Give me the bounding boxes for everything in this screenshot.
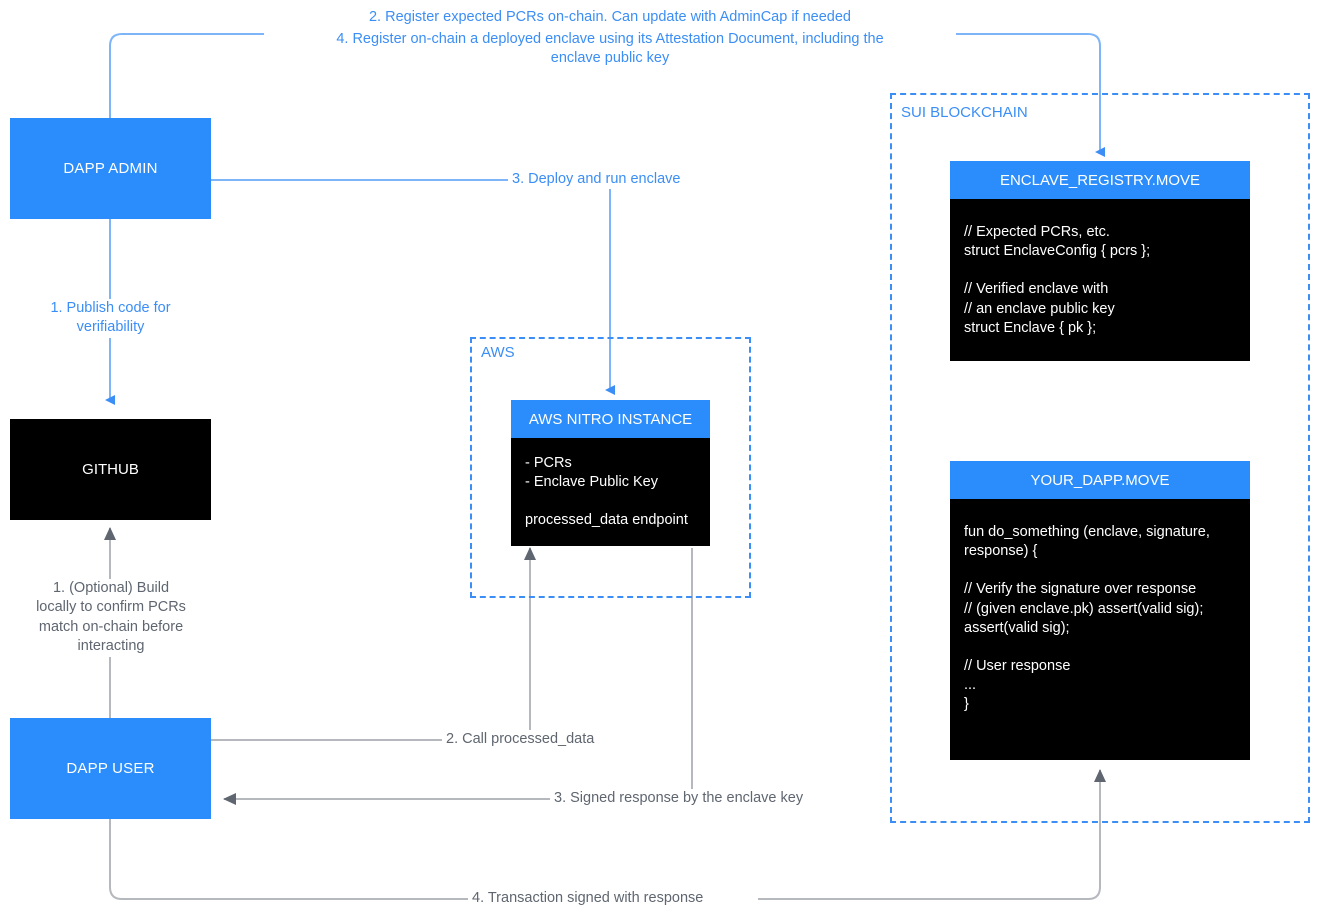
- node-github[interactable]: GITHUB: [10, 419, 211, 520]
- edge-label-signed-response: 3. Signed response by the enclave key: [550, 789, 850, 809]
- edge-label-transaction-signed: 4. Transaction signed with response: [468, 889, 758, 909]
- module-aws-nitro-instance-header: AWS NITRO INSTANCE: [511, 400, 710, 438]
- module-your-dapp[interactable]: YOUR_DAPP.MOVE fun do_something (enclave…: [950, 461, 1250, 760]
- edge-label-register-pcrs: 2. Register expected PCRs on-chain. Can …: [290, 8, 930, 28]
- node-dapp-admin[interactable]: DAPP ADMIN: [10, 118, 211, 219]
- group-sui-blockchain-label: SUI BLOCKCHAIN: [896, 104, 1033, 121]
- module-enclave-registry[interactable]: ENCLAVE_REGISTRY.MOVE // Expected PCRs, …: [950, 161, 1250, 361]
- group-sui-blockchain: [890, 93, 1310, 823]
- group-aws: [470, 337, 751, 598]
- node-dapp-user-label: DAPP USER: [66, 760, 155, 777]
- module-aws-nitro-instance[interactable]: AWS NITRO INSTANCE - PCRs - Enclave Publ…: [511, 400, 710, 546]
- module-enclave-registry-header: ENCLAVE_REGISTRY.MOVE: [950, 161, 1250, 199]
- edge-label-register-enclave: 4. Register on-chain a deployed enclave …: [264, 30, 956, 69]
- module-aws-nitro-instance-body: - PCRs - Enclave Public Key processed_da…: [511, 438, 710, 546]
- module-enclave-registry-body: // Expected PCRs, etc. struct EnclaveCon…: [950, 199, 1250, 361]
- edge-label-deploy-run-enclave: 3. Deploy and run enclave: [508, 170, 738, 190]
- edge-label-publish-code: 1. Publish code for verifiability: [10, 299, 211, 338]
- edge-label-call-processed-data: 2. Call processed_data: [442, 730, 652, 750]
- module-your-dapp-body: fun do_something (enclave, signature, re…: [950, 499, 1250, 760]
- edge-label-build-locally: 1. (Optional) Build locally to confirm P…: [13, 579, 209, 657]
- module-your-dapp-header: YOUR_DAPP.MOVE: [950, 461, 1250, 499]
- node-dapp-admin-label: DAPP ADMIN: [63, 160, 158, 177]
- node-github-label: GITHUB: [82, 461, 139, 478]
- node-dapp-user[interactable]: DAPP USER: [10, 718, 211, 819]
- group-aws-label: AWS: [476, 344, 520, 361]
